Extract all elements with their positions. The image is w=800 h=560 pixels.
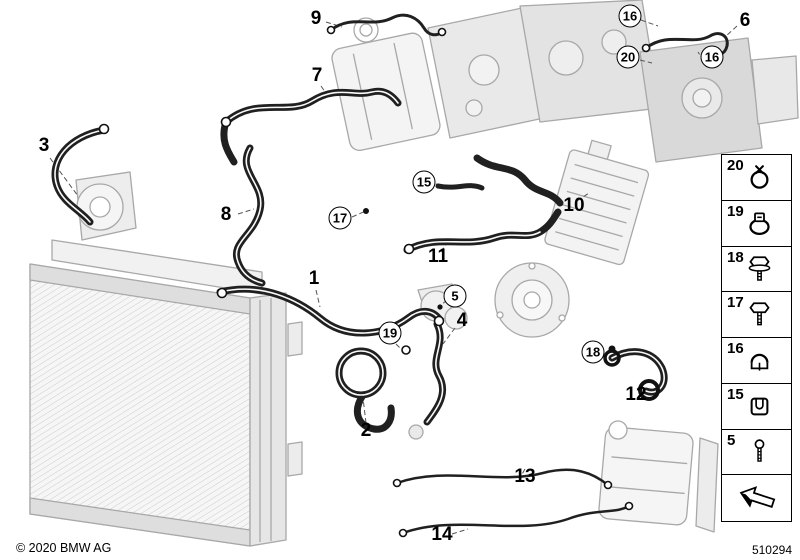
callout-1[interactable]: 1 (308, 268, 320, 289)
hex-screw-icon (746, 301, 773, 328)
legend-item-number: 15 (727, 385, 744, 403)
legend-item-number: 19 (727, 202, 744, 220)
legend-panel: 20 19 18 17 16 15 5 (721, 154, 792, 522)
legend-direction-arrow-cell (722, 475, 791, 521)
legend-item-18[interactable]: 18 (722, 247, 791, 293)
copyright-text: © 2020 BMW AG (16, 541, 112, 555)
callout-13[interactable]: 13 (514, 466, 536, 487)
retaining-clip-icon (746, 393, 773, 420)
callout-10[interactable]: 10 (563, 195, 585, 216)
callout-2[interactable]: 2 (360, 420, 372, 441)
callout-7[interactable]: 7 (311, 65, 323, 86)
callout-16a[interactable]: 16 (618, 4, 642, 28)
legend-item-20[interactable]: 20 (722, 155, 791, 201)
callout-14[interactable]: 14 (431, 524, 453, 545)
legend-item-15[interactable]: 15 (722, 384, 791, 430)
callout-18[interactable]: 18 (581, 340, 605, 364)
callout-9[interactable]: 9 (310, 8, 322, 29)
callout-4[interactable]: 4 (456, 310, 468, 331)
profile-clamp-icon (746, 347, 773, 374)
legend-item-number: 5 (727, 431, 736, 449)
callout-8[interactable]: 8 (220, 204, 232, 225)
legend-item-number: 16 (727, 340, 744, 357)
callout-15[interactable]: 15 (412, 170, 436, 194)
legend-item-19[interactable]: 19 (722, 201, 791, 247)
callout-6[interactable]: 6 (739, 10, 751, 31)
legend-item-5[interactable]: 5 (722, 430, 791, 476)
legend-item-number: 20 (727, 157, 744, 174)
legend-item-number: 18 (727, 248, 744, 266)
direction-arrow-icon (738, 484, 776, 512)
callout-3[interactable]: 3 (38, 135, 50, 156)
callout-11[interactable]: 11 (427, 246, 449, 267)
bolt-washer-icon (746, 255, 773, 282)
callout-16b[interactable]: 16 (700, 45, 724, 69)
callout-19[interactable]: 19 (378, 321, 402, 345)
callout-5[interactable]: 5 (443, 284, 467, 308)
callout-12[interactable]: 12 (625, 384, 647, 405)
small-screw-icon (746, 438, 773, 465)
callout-17[interactable]: 17 (328, 206, 352, 230)
legend-item-17[interactable]: 17 (722, 292, 791, 338)
legend-item-number: 17 (727, 294, 744, 312)
spring-clamp-icon (746, 164, 773, 191)
callout-20[interactable]: 20 (616, 45, 640, 69)
screw-clamp-icon (746, 210, 773, 237)
legend-item-16[interactable]: 16 (722, 338, 791, 384)
diagram-number: 510294 (751, 543, 792, 557)
